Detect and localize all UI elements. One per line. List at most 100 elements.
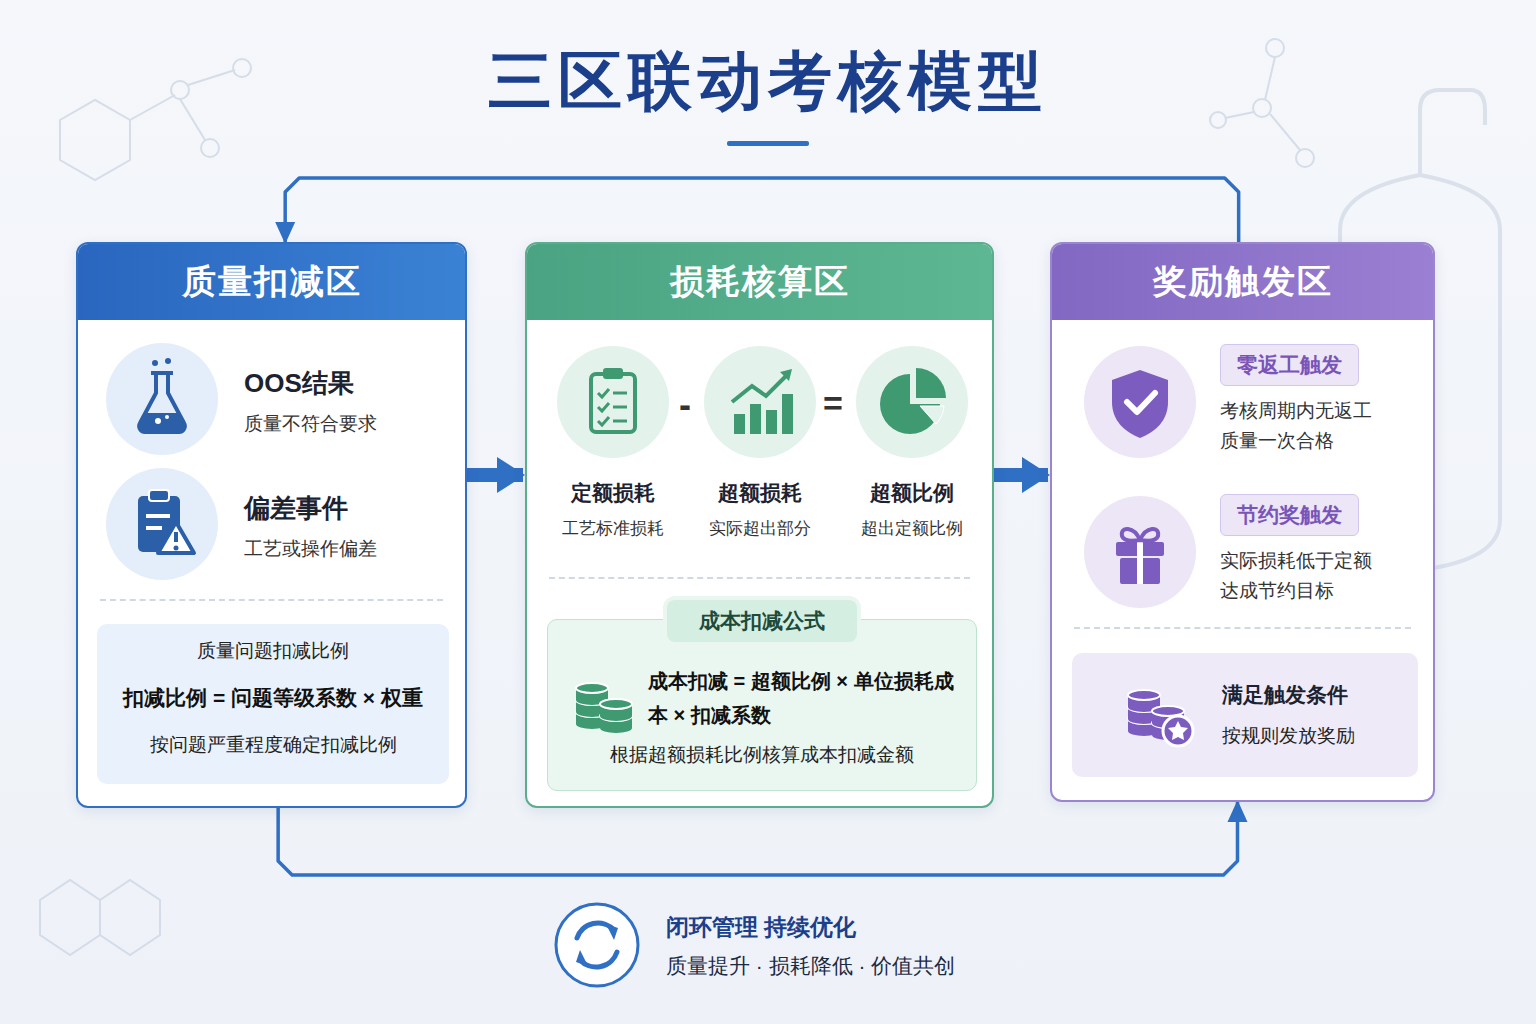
atom xyxy=(233,59,251,77)
decoration-rect xyxy=(591,374,635,432)
decoration-rect xyxy=(603,368,623,379)
atom xyxy=(1253,99,1271,117)
label-wrap: - xyxy=(675,384,695,426)
zone-icon xyxy=(854,344,970,460)
node-heading: 奖励触发区 xyxy=(1153,259,1333,305)
decoration-ellipse xyxy=(600,711,632,721)
decoration-polyline xyxy=(732,374,788,402)
bond xyxy=(188,70,235,85)
text-area: 零返工触发考核周期内无返工 质量一次合格 xyxy=(1220,344,1410,457)
text-area: 成本扣减公式成本扣减 = 超额比例 × 单位损耗成本 × 扣减系数根据超额损耗比… xyxy=(548,600,976,768)
node-text: 实际超出部分 xyxy=(690,517,830,540)
decoration-path xyxy=(1112,370,1168,438)
decoration-circle xyxy=(557,346,669,458)
flow-connector xyxy=(467,468,523,482)
text-area: 损耗核算区 xyxy=(527,244,992,320)
decoration-ellipse xyxy=(1152,706,1184,716)
decoration-path xyxy=(780,369,792,381)
text-area: 定额损耗工艺标准损耗 xyxy=(543,479,683,540)
text-area: 超额比例超出定额比例 xyxy=(842,479,982,540)
decoration-circle xyxy=(165,415,169,419)
zone-item: 节约奖触发实际损耗低于定额 达成节约目标 xyxy=(1082,494,1422,629)
label-wrap: 质量提升 · 损耗降低 · 价值共创 xyxy=(666,952,1086,980)
label-wrap: = xyxy=(820,384,846,423)
title-underline xyxy=(727,141,809,146)
node-text: 实际损耗低于定额 达成节约目标 xyxy=(1220,546,1388,607)
atom xyxy=(1296,149,1314,167)
node-heading: 超额损耗 xyxy=(690,479,830,507)
node-text: 按问题严重程度确定扣减比例 xyxy=(97,732,449,758)
decoration-rect xyxy=(1137,542,1143,584)
decoration-circle xyxy=(856,346,968,458)
label-wrap: 闭环管理 持续优化 xyxy=(666,912,1066,943)
decoration-line xyxy=(174,532,178,542)
atom xyxy=(171,81,189,99)
footer-text: 质量提升 · 损耗降低 · 价值共创 xyxy=(666,952,1086,980)
decoration-path xyxy=(916,368,946,398)
node-heading: 质量问题扣减比例 xyxy=(97,638,449,664)
zone-item: 偏差事件工艺或操作偏差 xyxy=(104,469,454,579)
node-heading: 定额损耗 xyxy=(543,479,683,507)
atom xyxy=(1210,112,1226,128)
decoration-line xyxy=(613,406,627,409)
decoration-rect xyxy=(149,490,169,501)
decoration-line xyxy=(146,514,170,518)
decoration-ellipse xyxy=(1128,690,1160,700)
node-heading: 偏差事件 xyxy=(244,491,449,526)
decoration-path xyxy=(158,522,194,553)
decoration-circle xyxy=(106,343,218,455)
decoration-rect xyxy=(734,414,745,434)
zone-item: OOS结果质量不符合要求 xyxy=(104,344,454,454)
decoration-path xyxy=(1168,721,1188,740)
bond xyxy=(1265,57,1275,100)
decoration-rect xyxy=(766,410,777,434)
flow-connector xyxy=(285,178,1238,242)
bond xyxy=(1225,112,1254,118)
heading-holder: 节约奖触发 xyxy=(1220,494,1410,536)
heading-holder: 成本扣减公式 xyxy=(548,600,976,642)
loop-arrowhead xyxy=(606,924,618,940)
footer-text: 闭环管理 持续优化 xyxy=(666,912,1066,943)
zone-icon xyxy=(555,344,671,460)
flow-connector xyxy=(994,468,1048,482)
decoration-circle xyxy=(704,346,816,458)
node-text: 成本扣减 = 超额比例 × 单位损耗成本 × 扣减系数 xyxy=(648,664,958,732)
bond xyxy=(1270,114,1300,150)
loop-icon xyxy=(556,904,638,986)
zone-item: 定额损耗工艺标准损耗 xyxy=(543,344,683,550)
decoration-circle xyxy=(106,468,218,580)
pipe xyxy=(1420,90,1485,175)
text-area: 质量问题扣减比例扣减比例 = 问题等级系数 × 权重按问题严重程度确定扣减比例 xyxy=(97,638,449,758)
decoration-circle xyxy=(1084,496,1196,608)
zone-icon xyxy=(104,466,220,582)
zone-icon xyxy=(1082,494,1198,610)
hexagon xyxy=(40,880,100,955)
bond xyxy=(130,95,175,120)
decoration-circle xyxy=(1084,346,1196,458)
node-text: 根据超额损耗比例核算成本扣减金额 xyxy=(548,742,976,768)
loop-circle xyxy=(556,904,638,986)
node-text: 工艺标准损耗 xyxy=(543,517,683,540)
decoration-circle xyxy=(1163,716,1193,746)
zone-icon xyxy=(702,344,818,460)
hexagon xyxy=(100,880,160,955)
decoration-rect xyxy=(782,394,793,434)
text-area: 满足触发条件按规则发放奖励 xyxy=(1222,681,1407,749)
decoration-circle xyxy=(152,360,158,366)
decoration-path xyxy=(138,413,186,431)
decoration-ellipse xyxy=(600,699,632,709)
node-heading: 满足触发条件 xyxy=(1222,681,1407,709)
flow-connector xyxy=(278,802,1237,875)
decoration-ellipse xyxy=(600,723,632,733)
node-heading: 质量扣减区 xyxy=(182,259,362,305)
text-area: 节约奖触发实际损耗低于定额 达成节约目标 xyxy=(1220,494,1410,607)
decoration-path xyxy=(920,406,944,424)
zone-item: 零返工触发考核周期内无返工 质量一次合格 xyxy=(1082,344,1422,479)
zone-item: 超额比例超出定额比例 xyxy=(842,344,982,550)
decoration-circle xyxy=(165,358,171,364)
title: 三区联动考核模型 xyxy=(0,38,1536,125)
zone-panel: 质量扣减区 OOS结果质量不符合要求偏差事件工艺或操作偏差质量问题扣减比例扣减比例… xyxy=(76,242,467,808)
decoration-ellipse xyxy=(600,711,632,721)
text-area: 偏差事件工艺或操作偏差 xyxy=(244,491,449,562)
